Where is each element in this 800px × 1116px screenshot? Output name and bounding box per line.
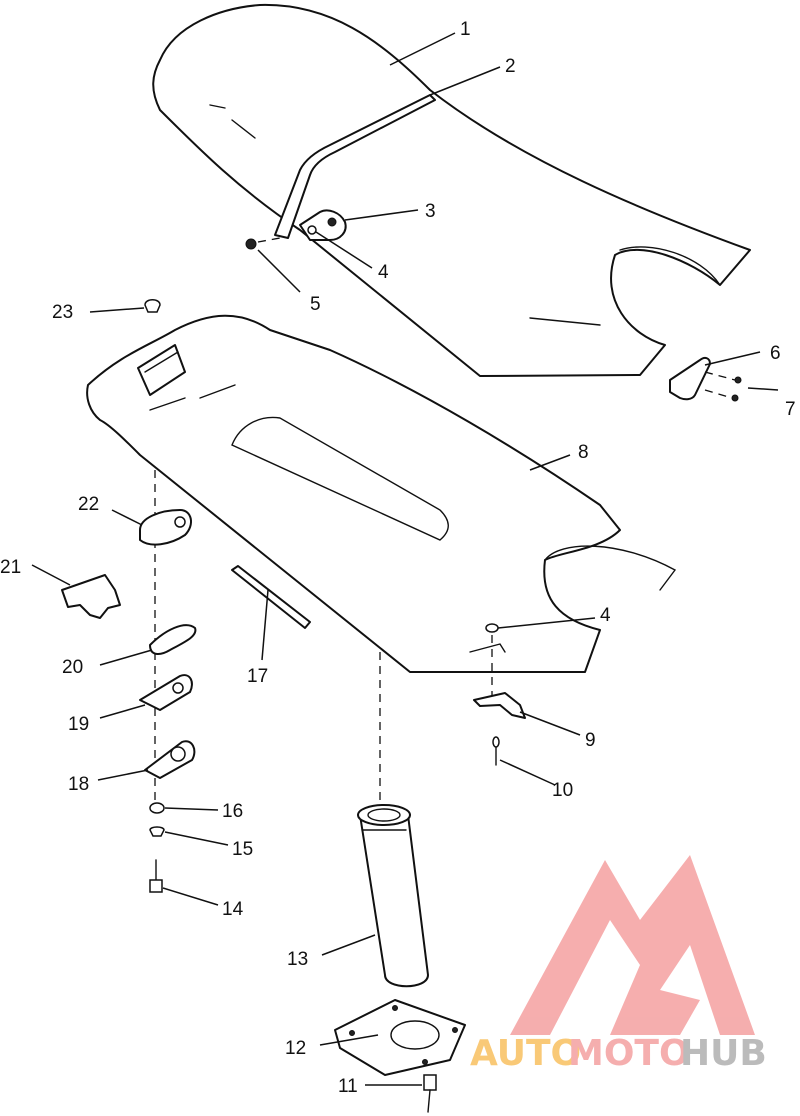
callout-18: 18	[68, 774, 89, 795]
nut-5	[245, 238, 257, 250]
watermark-logo: AUTO MOTO HUB	[470, 855, 767, 1074]
strap-bracket	[245, 209, 347, 250]
callout-3: 3	[425, 201, 436, 222]
bolt-14-head	[149, 879, 163, 893]
callout-19: 19	[68, 714, 89, 735]
callout-4-top: 4	[378, 262, 389, 283]
callout-17: 17	[247, 666, 268, 687]
leader-lines	[31, 32, 779, 1086]
callout-5: 5	[310, 294, 321, 315]
seat-cushion	[152, 3, 751, 377]
callout-23: 23	[52, 302, 73, 323]
callout-14: 14	[222, 899, 244, 920]
latch-21	[61, 574, 121, 619]
callout-9: 9	[585, 730, 596, 751]
screw-3	[327, 217, 337, 227]
screw-7b	[731, 394, 739, 402]
watermark-moto: MOTO	[568, 1033, 690, 1074]
seat-clip	[669, 356, 742, 402]
callout-13: 13	[287, 949, 308, 970]
callout-2: 2	[505, 56, 516, 77]
seat-base	[86, 314, 677, 673]
callout-1: 1	[460, 19, 471, 40]
washer-4b	[485, 623, 499, 633]
callout-7: 7	[785, 399, 796, 420]
push-rivet-23	[144, 299, 161, 313]
bracket-9	[473, 692, 526, 719]
callout-12: 12	[285, 1038, 306, 1059]
pin-11	[423, 1074, 437, 1113]
clip-15	[149, 826, 165, 837]
callout-6: 6	[770, 343, 781, 364]
watermark-auto: AUTO	[470, 1033, 581, 1074]
latch-pad-22	[139, 509, 192, 546]
screw-7a	[734, 376, 742, 384]
flange-plate-12	[334, 999, 466, 1076]
filler-tube-13	[357, 652, 429, 988]
callout-22: 22	[78, 494, 99, 515]
plate-19	[139, 674, 193, 711]
right-bracket-assembly	[469, 623, 526, 766]
latch-assembly	[61, 470, 197, 893]
callout-21: 21	[0, 557, 21, 578]
callout-8: 8	[578, 442, 589, 463]
spring-20	[149, 624, 197, 655]
callout-10: 10	[552, 780, 573, 801]
seat-strap	[274, 94, 436, 239]
washer-4	[307, 225, 317, 235]
washer-16	[149, 802, 165, 814]
callout-labels: 1 2 3 4 5 6 7 8 4 9 10 11 12 13 14 15 16…	[0, 19, 796, 1097]
callout-4-bottom: 4	[600, 605, 611, 626]
callout-20: 20	[62, 657, 83, 678]
callout-16: 16	[222, 801, 243, 822]
base-plate-18	[144, 740, 196, 779]
trim-strip-17	[231, 565, 311, 629]
callout-11: 11	[338, 1076, 358, 1097]
callout-15: 15	[232, 839, 253, 860]
watermark-hub: HUB	[680, 1033, 767, 1074]
watermark-triangle-icon	[510, 855, 755, 1035]
